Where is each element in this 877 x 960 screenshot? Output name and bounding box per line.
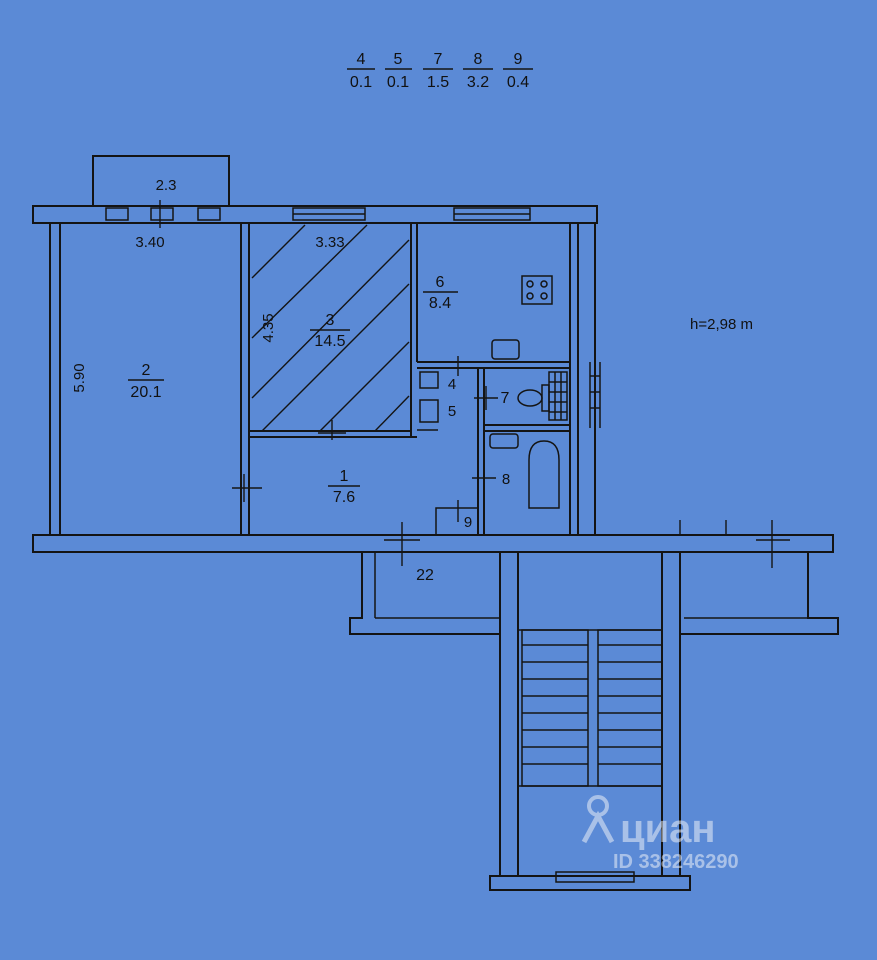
fraction-num: 8 — [474, 51, 483, 68]
fraction-den: 3.2 — [467, 74, 489, 91]
exterior-walls — [32, 205, 834, 553]
bath-sink-icon — [489, 433, 519, 449]
stairwell — [349, 552, 839, 891]
ceiling-height: h=2,98 m — [690, 316, 753, 333]
fixtures — [489, 275, 601, 509]
room-9-label: 9 — [464, 514, 472, 531]
riser-icon — [589, 362, 601, 428]
room-3-length: 4.35 — [260, 313, 277, 342]
fraction-num: 7 — [434, 51, 443, 68]
room-labels: 2 20.1 3 14.5 6 8.4 1 7.6 4 5 7 8 9 22 — [128, 274, 510, 584]
room-1-number: 1 — [340, 468, 349, 485]
fraction-num: 4 — [357, 51, 366, 68]
room-3-area: 14.5 — [314, 333, 345, 350]
area-fractions: 4 0.1 5 0.1 7 1.5 8 3.2 9 0.4 — [347, 51, 533, 91]
fraction-num: 5 — [394, 51, 403, 68]
fraction-den: 0.1 — [350, 74, 372, 91]
interior-walls — [240, 223, 571, 536]
room-6-area: 8.4 — [429, 295, 451, 312]
room-2-width: 3.40 — [135, 234, 164, 251]
room-5-label: 5 — [448, 403, 456, 420]
room-3-number: 3 — [326, 312, 335, 329]
watermark: циан ID 338246290 — [581, 795, 739, 873]
room-2-area: 20.1 — [130, 384, 161, 401]
room-1-area: 7.6 — [333, 489, 355, 506]
vent-icon — [548, 371, 568, 421]
room-22-label: 22 — [416, 567, 434, 584]
bathtub-icon — [528, 440, 560, 509]
room-7-label: 7 — [501, 390, 510, 407]
room-3-hatching — [251, 224, 410, 432]
fraction-den: 0.1 — [387, 74, 409, 91]
fraction-den: 0.4 — [507, 74, 529, 91]
sink-icon — [491, 339, 520, 360]
watermark-brand: циан — [620, 807, 716, 851]
room-2-length: 5.90 — [71, 363, 88, 392]
dimension-labels: 3.40 3.33 5.90 4.35 — [71, 234, 345, 393]
room-6-number: 6 — [436, 274, 445, 291]
door-marks — [159, 200, 790, 568]
room-4-label: 4 — [448, 376, 456, 393]
fraction-den: 1.5 — [427, 74, 449, 91]
balcony-dimension: 2.3 — [156, 177, 177, 194]
fraction-num: 9 — [514, 51, 523, 68]
room-8-label: 8 — [502, 471, 510, 488]
room-3-width: 3.33 — [315, 234, 344, 251]
room-2-number: 2 — [142, 362, 151, 379]
stove-icon — [521, 275, 553, 305]
toilet-icon — [517, 384, 550, 412]
balcony: 2.3 — [92, 155, 230, 207]
watermark-id: ID 338246290 — [613, 851, 739, 873]
cian-logo-icon — [581, 795, 615, 844]
